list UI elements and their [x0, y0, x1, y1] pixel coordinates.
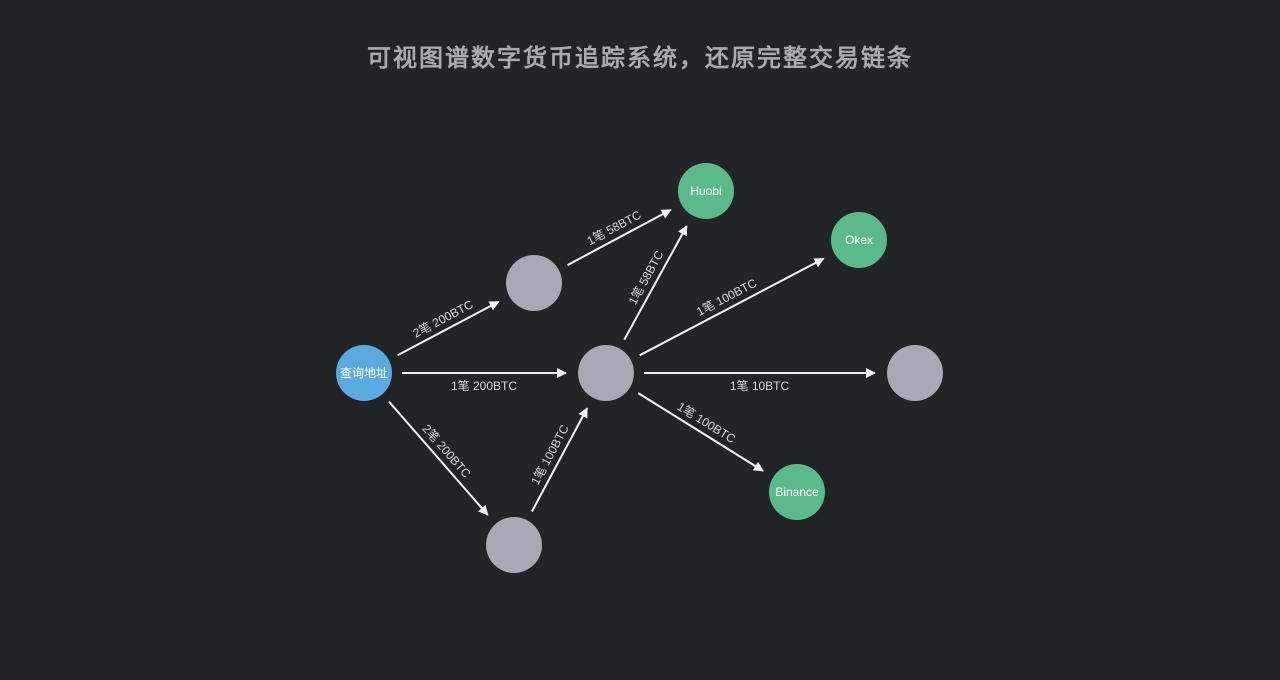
exchange-node-circle[interactable] — [831, 212, 887, 268]
node-okex[interactable]: Okex — [831, 212, 887, 268]
wallet-node-circle[interactable] — [578, 345, 634, 401]
edge-label: 1笔 10BTC — [730, 378, 790, 393]
node-label: Binance — [775, 485, 819, 499]
exchange-node-circle[interactable] — [678, 163, 734, 219]
edge-label: 1笔 58BTC — [584, 207, 644, 248]
node-label: Okex — [845, 233, 873, 247]
edge-w_top-to-huobi[interactable] — [567, 208, 672, 266]
page-title: 可视图谱数字货币追踪系统，还原完整交易链条 — [367, 44, 913, 72]
wallet-node-circle[interactable] — [486, 517, 542, 573]
node-label: Huobi — [690, 184, 721, 198]
wallet-node-circle[interactable] — [887, 345, 943, 401]
wallet-node-circle[interactable] — [506, 255, 562, 311]
edge-w_center-to-binance[interactable] — [637, 392, 764, 472]
exchange-node-circle[interactable] — [769, 464, 825, 520]
edge-w_center-to-huobi[interactable] — [623, 225, 688, 341]
node-w_top[interactable] — [506, 255, 562, 311]
edge-label: 2笔 200BTC — [420, 421, 475, 481]
node-w_right[interactable] — [887, 345, 943, 401]
edge-query-to-w_top[interactable] — [397, 300, 500, 357]
edge-label: 1笔 200BTC — [451, 378, 517, 393]
node-w_bottom[interactable] — [486, 517, 542, 573]
edge-w_bottom-to-w_center[interactable] — [531, 407, 589, 512]
edge-query-to-w_bottom[interactable] — [388, 400, 489, 516]
edge-w_center-to-okex[interactable] — [639, 257, 825, 357]
node-binance[interactable]: Binance — [769, 464, 825, 520]
node-huobi[interactable]: Huobi — [678, 163, 734, 219]
node-query[interactable]: 查询地址 — [336, 345, 392, 401]
query-node-circle[interactable] — [336, 345, 392, 401]
node-label: 查询地址 — [340, 366, 388, 380]
node-w_center[interactable] — [578, 345, 634, 401]
edge-label: 1笔 58BTC — [625, 248, 667, 308]
